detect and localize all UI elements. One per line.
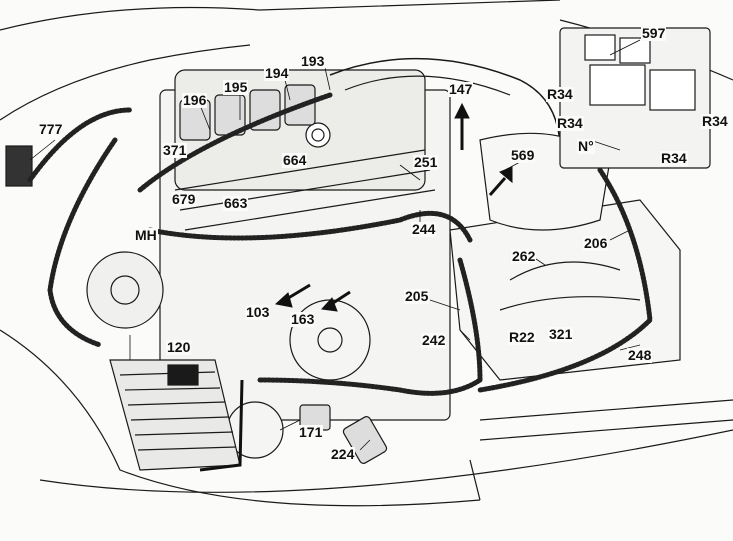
callout-r34-top: R34 bbox=[546, 86, 574, 102]
callout-mh: MH bbox=[134, 227, 158, 243]
callout-n-degree: N° bbox=[577, 138, 595, 154]
callout-194: 194 bbox=[264, 65, 290, 81]
harness-gearbox bbox=[457, 257, 483, 383]
callout-206: 206 bbox=[583, 235, 609, 251]
callout-163: 163 bbox=[290, 311, 316, 327]
callout-244: 244 bbox=[411, 221, 437, 237]
callout-663: 663 bbox=[223, 195, 249, 211]
callout-103: 103 bbox=[245, 304, 271, 320]
harness-lower bbox=[257, 377, 483, 396]
callout-205: 205 bbox=[404, 288, 430, 304]
callout-242: 242 bbox=[421, 332, 447, 348]
harness-top bbox=[147, 210, 473, 243]
harness-right bbox=[477, 167, 653, 393]
callout-371: 371 bbox=[162, 142, 188, 158]
callout-251: 251 bbox=[413, 154, 439, 170]
callout-r34-mid: R34 bbox=[556, 115, 584, 131]
bonnet-outline bbox=[0, 0, 561, 31]
callout-262: 262 bbox=[511, 248, 537, 264]
fender-left bbox=[0, 44, 251, 121]
callout-120: 120 bbox=[166, 339, 192, 355]
harness-coil-run bbox=[137, 92, 333, 193]
callout-193: 193 bbox=[300, 53, 326, 69]
callout-679: 679 bbox=[171, 191, 197, 207]
callout-597: 597 bbox=[641, 25, 667, 41]
oil-filler-cap bbox=[305, 122, 331, 148]
callout-r34-lower: R34 bbox=[660, 150, 688, 166]
harness-777 bbox=[27, 107, 133, 183]
callout-664: 664 bbox=[282, 152, 308, 168]
callout-248: 248 bbox=[627, 347, 653, 363]
callout-321: 321 bbox=[548, 326, 574, 342]
callout-569: 569 bbox=[510, 147, 536, 163]
callout-195: 195 bbox=[223, 79, 249, 95]
callout-777: 777 bbox=[38, 121, 64, 137]
callout-r22: R22 bbox=[508, 329, 536, 345]
front-panel bbox=[0, 329, 481, 507]
callout-171: 171 bbox=[298, 424, 324, 440]
arrow-569 bbox=[488, 177, 507, 196]
callout-r34-right: R34 bbox=[701, 113, 729, 129]
front-bumper bbox=[39, 429, 733, 493]
coil-3 bbox=[249, 89, 281, 131]
callout-196: 196 bbox=[182, 92, 208, 108]
callout-147: 147 bbox=[448, 81, 474, 97]
air-intake bbox=[329, 57, 561, 151]
callout-224: 224 bbox=[330, 446, 356, 462]
harness-main-left bbox=[47, 137, 118, 348]
alternator bbox=[86, 251, 164, 329]
